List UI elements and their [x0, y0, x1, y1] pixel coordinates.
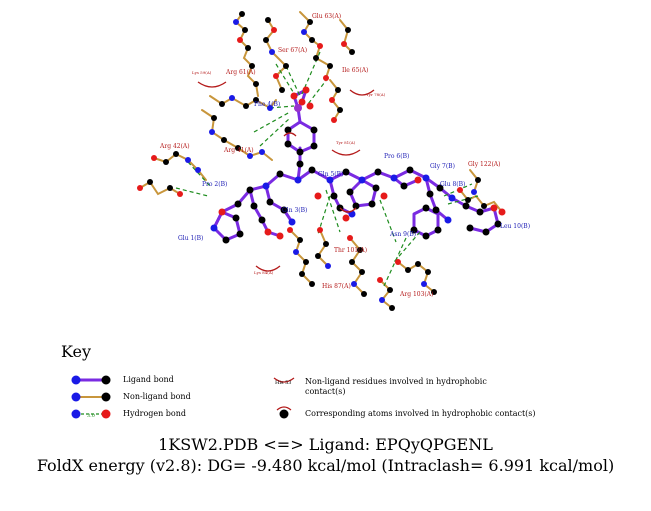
label-tyr81: Tyr 81(A) — [336, 140, 356, 145]
nitrogen-atoms — [185, 19, 477, 303]
ligand-bonds — [212, 88, 500, 242]
hydrophobic-arc-lys59 — [197, 81, 227, 88]
label-glu8: Glu 8(B) — [440, 181, 465, 188]
key-ligand-bond-label: Ligand bond — [123, 375, 174, 384]
label-lys59: Lys 59(A) — [192, 70, 212, 75]
label-lys84: Lys 84(A) — [254, 270, 274, 275]
key-hbond-label: Hydrogen bond — [123, 409, 187, 418]
key-hydrophobic-res-line2: contact(s) — [305, 387, 346, 396]
label-pro2: Pro 2(B) — [202, 181, 227, 188]
label-tyr78: Tyr 78(A) — [366, 92, 386, 97]
label-pro6: Pro 6(B) — [384, 153, 409, 160]
label-arg41: Arg 41(A) — [223, 147, 254, 154]
label-gln5: Gln 5(B) — [318, 171, 343, 178]
footer-foldx-energy: FoldX energy (v2.8): DG= -9.480 kcal/mol… — [36, 456, 615, 475]
label-arg103: Arg 103(A) — [399, 291, 433, 298]
phosphorus-atom — [294, 104, 302, 112]
hydrophobic-arc-lys84 — [255, 265, 281, 272]
label-gly7: Gly 7(B) — [430, 163, 455, 170]
hydrophobic-arc-tyr81 — [331, 149, 361, 156]
key-res-example: His 53 — [275, 380, 291, 386]
key-nonligand-bond-label: Non-ligand bond — [123, 392, 191, 401]
hydrophobic-arc-tyr78 — [349, 89, 375, 96]
label-his87: His 87(A) — [322, 283, 351, 290]
label-ser67: Ser 67(A) — [278, 47, 307, 54]
key-hydrophobic-atoms-label: Corresponding atoms involved in hydropho… — [305, 409, 536, 418]
key-hbond-length: 3.0 — [87, 413, 95, 419]
key-legend-graphics: 3.0 His 53 — [71, 375, 295, 419]
label-glu63: Glu 63(A) — [312, 13, 341, 20]
key-hydrophobic-res-line1: Non-ligand residues involved in hydropho… — [305, 377, 487, 386]
label-glu1: Glu 1(B) — [178, 235, 203, 242]
label-leu10: Leu 10(B) — [500, 223, 530, 230]
key-title: Key — [61, 342, 92, 361]
label-thr101: Thr 101(A) — [334, 247, 367, 254]
key-hydrophobic-arc — [273, 377, 295, 383]
oxygen-atoms — [137, 27, 506, 283]
label-arg42: Arg 42(A) — [159, 143, 190, 150]
carbon-atoms — [147, 11, 502, 311]
label-phe4: Phe 4(B) — [254, 101, 280, 108]
key-hydrophobic-res-label: Non-ligand residues involved in hydropho… — [305, 377, 487, 397]
label-ile65: Ile 65(A) — [342, 67, 368, 74]
hydrophobic-arc-tyr4 — [283, 132, 297, 137]
hydrophobic-arc-thr101 — [339, 207, 357, 213]
label-gly122: Gly 122(A) — [468, 161, 500, 168]
label-gln3: Gln 3(B) — [282, 207, 307, 214]
label-arg61: Arg 61(A) — [225, 69, 256, 76]
hydrophobic-arcs — [197, 81, 375, 272]
footer-pdb-ligand: 1KSW2.PDB <=> Ligand: EPQyQPGENL — [158, 435, 493, 454]
label-asn9: Asn 9(B) — [389, 231, 416, 238]
nonligand-bonds — [139, 11, 503, 309]
